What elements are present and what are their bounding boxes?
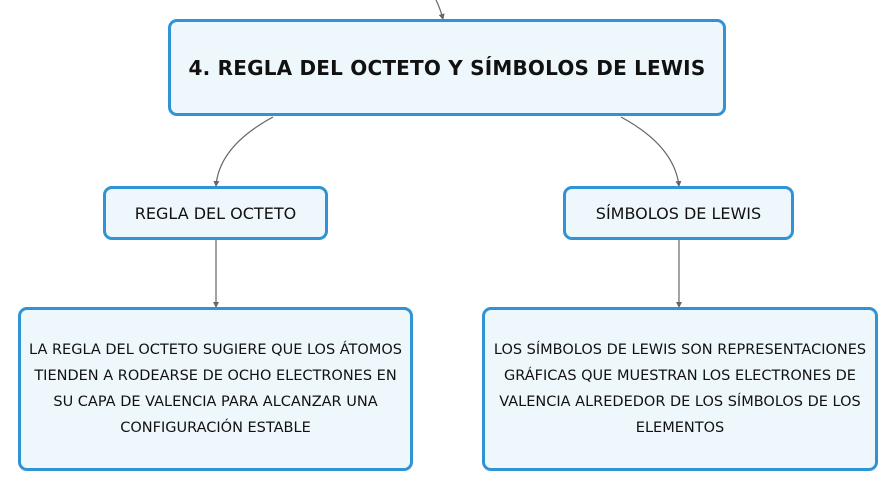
root-topic-label: 4. REGLA DEL OCTETO Y SÍMBOLOS DE LEWIS	[188, 55, 706, 80]
detail-lewis-text: LOS SÍMBOLOS DE LEWIS SON REPRESENTACION…	[493, 342, 867, 436]
detail-regla-del-octeto[interactable]: LA REGLA DEL OCTETO SUGIERE QUE LOS ÁTOM…	[18, 307, 413, 471]
incoming-connector	[435, 0, 445, 20]
connector-root-to-octeto	[213, 116, 274, 187]
subtopic-lewis-label: SÍMBOLOS DE LEWIS	[595, 203, 762, 223]
subtopic-simbolos-de-lewis[interactable]: SÍMBOLOS DE LEWIS	[563, 186, 794, 240]
subtopic-regla-del-octeto[interactable]: REGLA DEL OCTETO	[103, 186, 328, 240]
root-topic-node[interactable]: 4. REGLA DEL OCTETO Y SÍMBOLOS DE LEWIS	[168, 19, 726, 116]
connector-root-to-lewis	[620, 116, 682, 187]
detail-simbolos-de-lewis[interactable]: LOS SÍMBOLOS DE LEWIS SON REPRESENTACION…	[482, 307, 878, 471]
detail-octeto-text: LA REGLA DEL OCTETO SUGIERE QUE LOS ÁTOM…	[29, 342, 402, 436]
subtopic-octeto-label: REGLA DEL OCTETO	[134, 203, 297, 223]
